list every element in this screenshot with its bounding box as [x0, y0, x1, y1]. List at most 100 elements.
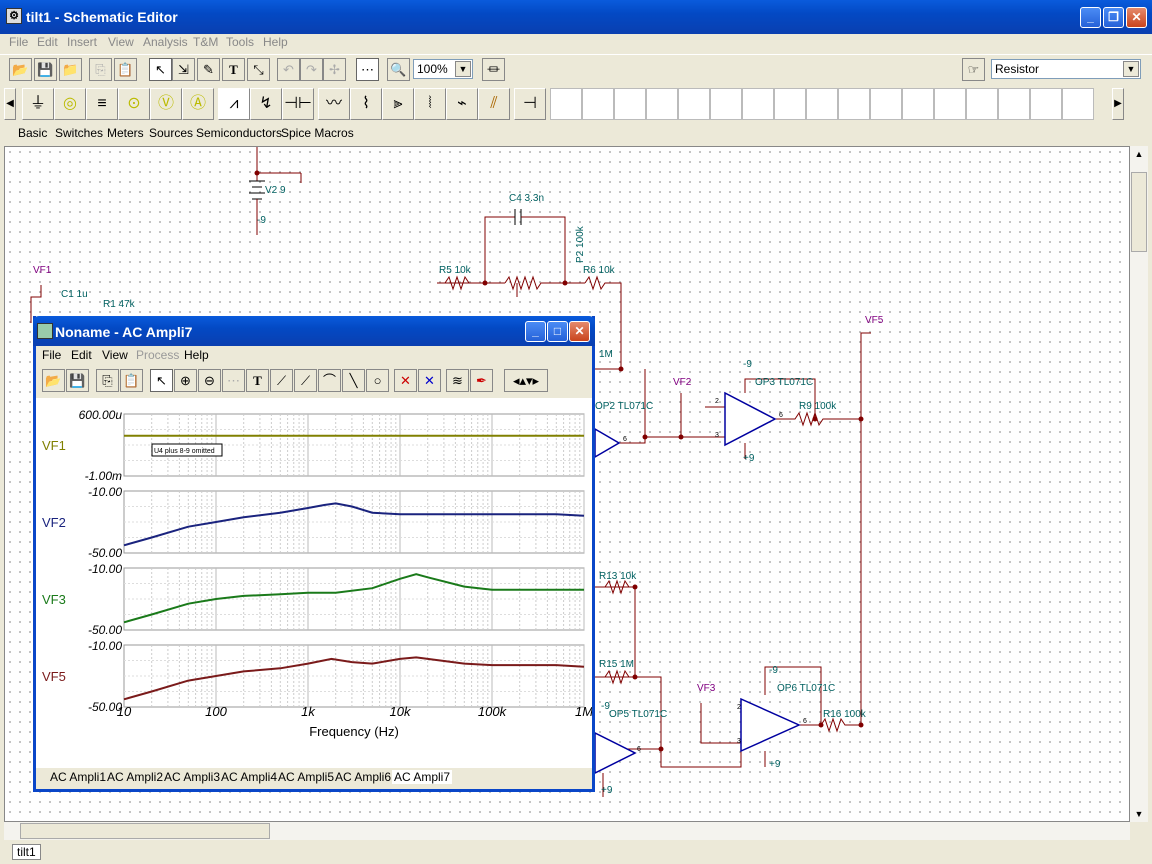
relay-icon[interactable]: ⫸	[382, 88, 414, 120]
grid-icon[interactable]: ⋯	[222, 369, 245, 392]
menu-tools[interactable]: Tools	[226, 35, 255, 49]
copy-icon[interactable]: ⎘	[96, 369, 119, 392]
tab-ac-ampli7[interactable]: AC Ampli7	[392, 770, 453, 784]
app-icon[interactable]: ⚙	[6, 8, 22, 24]
multi-curve-icon[interactable]: ≋	[446, 369, 469, 392]
navigation-arrows-icon[interactable]: ◂▴▾▸	[504, 369, 548, 392]
battery-icon[interactable]: ≡	[86, 88, 118, 120]
dropper-icon[interactable]: ✒	[470, 369, 493, 392]
open-icon[interactable]: 📂	[9, 58, 32, 81]
tab-tilt1[interactable]: tilt1	[12, 844, 41, 860]
chart-app-icon[interactable]	[37, 323, 53, 339]
open-folder-icon[interactable]: 📁	[59, 58, 82, 81]
open-icon[interactable]: 📂	[42, 369, 65, 392]
scroll-left-icon[interactable]: ◀	[4, 88, 16, 120]
tab-ac-ampli6[interactable]: AC Ampli6	[335, 770, 392, 784]
text-tool-icon[interactable]: T	[222, 58, 245, 81]
tab-switches[interactable]: Switches	[55, 126, 104, 140]
inductor-icon[interactable]: 〰	[318, 88, 350, 120]
pencil-icon[interactable]: ✎	[197, 58, 220, 81]
coupled-inductor-icon[interactable]: ⦚	[414, 88, 446, 120]
scroll-up-icon[interactable]: ▲	[1134, 149, 1144, 159]
scroll-down-icon[interactable]: ▼	[1134, 809, 1144, 819]
ammeter-icon[interactable]: Ⓐ	[182, 88, 214, 120]
horizontal-scrollbar[interactable]	[4, 822, 1130, 840]
series-label: VF5	[42, 669, 66, 684]
select-arrow-icon[interactable]: ↖	[149, 58, 172, 81]
delete-wire-icon[interactable]: ⤡	[247, 58, 270, 81]
menu-edit[interactable]: Edit	[37, 35, 58, 49]
curve-label2-icon[interactable]: ⟋	[294, 369, 317, 392]
voltmeter-icon[interactable]: Ⓥ	[150, 88, 182, 120]
menu-file[interactable]: File	[9, 35, 29, 49]
minimize-button[interactable]: _	[525, 321, 546, 342]
transformer-icon[interactable]: ⌇	[350, 88, 382, 120]
redo-icon[interactable]: ↷	[300, 58, 323, 81]
menu-insert[interactable]: Insert	[67, 35, 98, 49]
tab-basic[interactable]: Basic	[18, 126, 48, 140]
tab-ac-ampli5[interactable]: AC Ampli5	[278, 770, 335, 784]
capacitor-icon[interactable]: ⊣⊢	[282, 88, 314, 120]
tab-semiconductors[interactable]: Semiconductors	[196, 126, 283, 140]
zoom-100-icon[interactable]: ⊖	[198, 369, 221, 392]
place-component-icon[interactable]: ☞	[962, 58, 985, 81]
maximize-button[interactable]: □	[547, 321, 568, 342]
tab-sources[interactable]: Sources	[149, 126, 194, 140]
restore-button[interactable]: ❐	[1103, 7, 1124, 28]
zoom-icon[interactable]: 🔍	[387, 58, 410, 81]
bode-plot: 600.00u-1.00mVF1-10.00-50.00VF2-10.00-50…	[42, 408, 593, 739]
zoom-in-icon[interactable]: ⊕	[174, 369, 197, 392]
text-tool-icon[interactable]: T	[246, 369, 269, 392]
switch-icon[interactable]: ⌁	[446, 88, 478, 120]
resistor-icon[interactable]: ⩘	[218, 88, 250, 120]
tab-ac-ampli3[interactable]: AC Ampli3	[164, 770, 221, 784]
curve-label-icon[interactable]: ⟋	[270, 369, 293, 392]
tab-ac-ampli2[interactable]: AC Ampli2	[107, 770, 164, 784]
vertical-scrollbar[interactable]: ▲ ▼	[1130, 146, 1148, 822]
snap-icon[interactable]: ✢	[323, 58, 346, 81]
line-tool-icon[interactable]: ╲	[342, 369, 365, 392]
cursor-b-icon[interactable]: ✕	[418, 369, 441, 392]
ground-icon[interactable]: ⏚	[22, 88, 54, 120]
circle-tool-icon[interactable]: ○	[366, 369, 389, 392]
minimize-button[interactable]: _	[1080, 7, 1101, 28]
menu-tm[interactable]: T&M	[193, 35, 219, 49]
menu-help[interactable]: Help	[184, 348, 209, 362]
tab-ac-ampli4[interactable]: AC Ampli4	[221, 770, 278, 784]
menu-process[interactable]: Process	[136, 348, 180, 362]
variable-capacitor-icon[interactable]: ⫽	[478, 88, 510, 120]
component-tool-icon[interactable]: ⏛	[482, 58, 505, 81]
lamp-icon[interactable]: ◎	[54, 88, 86, 120]
close-button[interactable]: ✕	[1126, 7, 1147, 28]
tab-ac-ampli1[interactable]: AC Ampli1	[50, 770, 107, 784]
scroll-right-icon[interactable]: ▶	[1112, 88, 1124, 120]
copy-icon[interactable]: ⎘	[89, 58, 112, 81]
terminal-icon[interactable]: ⊣	[514, 88, 546, 120]
scroll-thumb[interactable]	[1131, 172, 1147, 252]
tab-meters[interactable]: Meters	[107, 126, 144, 140]
menu-analysis[interactable]: Analysis	[143, 35, 188, 49]
zoom-select[interactable]: 100%▼	[413, 59, 473, 79]
paste-icon[interactable]: 📋	[114, 58, 137, 81]
curve-tool-icon[interactable]: ⌒	[318, 369, 341, 392]
menu-help[interactable]: Help	[263, 35, 288, 49]
voltage-source-icon[interactable]: ⊙	[118, 88, 150, 120]
potentiometer-icon[interactable]: ↯	[250, 88, 282, 120]
wire-select-icon[interactable]: ⇲	[172, 58, 195, 81]
menu-view[interactable]: View	[108, 35, 134, 49]
menu-edit[interactable]: Edit	[71, 348, 92, 362]
select-arrow-icon[interactable]: ↖	[150, 369, 173, 392]
tab-spice-macros[interactable]: Spice Macros	[281, 126, 354, 140]
save-icon[interactable]: 💾	[66, 369, 89, 392]
undo-icon[interactable]: ↶	[277, 58, 300, 81]
save-icon[interactable]: 💾	[34, 58, 57, 81]
close-button[interactable]: ✕	[569, 321, 590, 342]
menu-file[interactable]: File	[42, 348, 62, 362]
cursor-a-icon[interactable]: ✕	[394, 369, 417, 392]
grid-icon[interactable]: ⋯	[356, 58, 379, 81]
paste-icon[interactable]: 📋	[120, 369, 143, 392]
scroll-thumb[interactable]	[20, 823, 270, 839]
component-select[interactable]: Resistor▼	[991, 59, 1141, 79]
menu-view[interactable]: View	[102, 348, 128, 362]
